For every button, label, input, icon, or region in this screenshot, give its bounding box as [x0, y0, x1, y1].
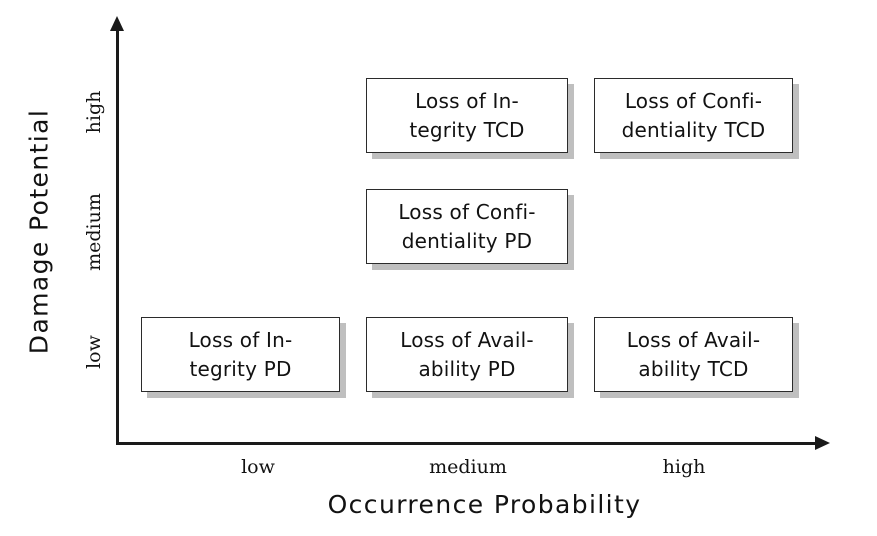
y-axis-title: Damage Potential — [24, 108, 54, 355]
x-axis-tick-high: high — [662, 456, 706, 478]
x-axis-arrow-icon — [815, 436, 830, 450]
matrix-cell-loss-of-confidentiality-tcd[interactable]: Loss of Confi- dentiality TCD — [594, 78, 793, 153]
x-axis-line — [116, 442, 819, 445]
x-axis-title: Occurrence Probability — [327, 490, 642, 519]
matrix-cell-loss-of-availability-tcd[interactable]: Loss of Avail- ability TCD — [594, 317, 793, 392]
y-axis-tick-medium: medium — [83, 193, 105, 271]
matrix-cell-loss-of-confidentiality-pd[interactable]: Loss of Confi- dentiality PD — [366, 189, 568, 264]
matrix-cell-label-line: ability PD — [418, 356, 516, 381]
y-axis-arrow-icon — [110, 16, 124, 31]
matrix-cell-label-line: Loss of Confi- — [398, 200, 536, 225]
matrix-cell-label-line: dentiality PD — [401, 228, 533, 253]
matrix-cell-label-line: Loss of In- — [415, 89, 519, 114]
matrix-cell-loss-of-availability-pd[interactable]: Loss of Avail- ability PD — [366, 317, 568, 392]
matrix-cell-label-line: Loss of In- — [188, 328, 293, 353]
matrix-cell-label-line: tegrity TCD — [409, 117, 525, 142]
matrix-cell-label-line: dentiality TCD — [621, 117, 766, 142]
y-axis-tick-low: low — [83, 335, 105, 369]
matrix-cell-label-line: tegrity PD — [189, 356, 292, 381]
y-axis-tick-high: high — [83, 90, 105, 134]
matrix-cell-label-line: ability TCD — [638, 356, 749, 381]
matrix-cell-label-line: Loss of Avail- — [626, 328, 761, 353]
y-axis-line — [116, 26, 119, 445]
x-axis-tick-medium: medium — [429, 456, 507, 478]
matrix-cell-label-line: Loss of Avail- — [400, 328, 534, 353]
x-axis-tick-low: low — [241, 456, 275, 478]
matrix-cell-loss-of-integrity-pd[interactable]: Loss of In- tegrity PD — [141, 317, 340, 392]
matrix-cell-label-line: Loss of Confi- — [624, 89, 763, 114]
matrix-cell-loss-of-integrity-tcd[interactable]: Loss of In- tegrity TCD — [366, 78, 568, 153]
